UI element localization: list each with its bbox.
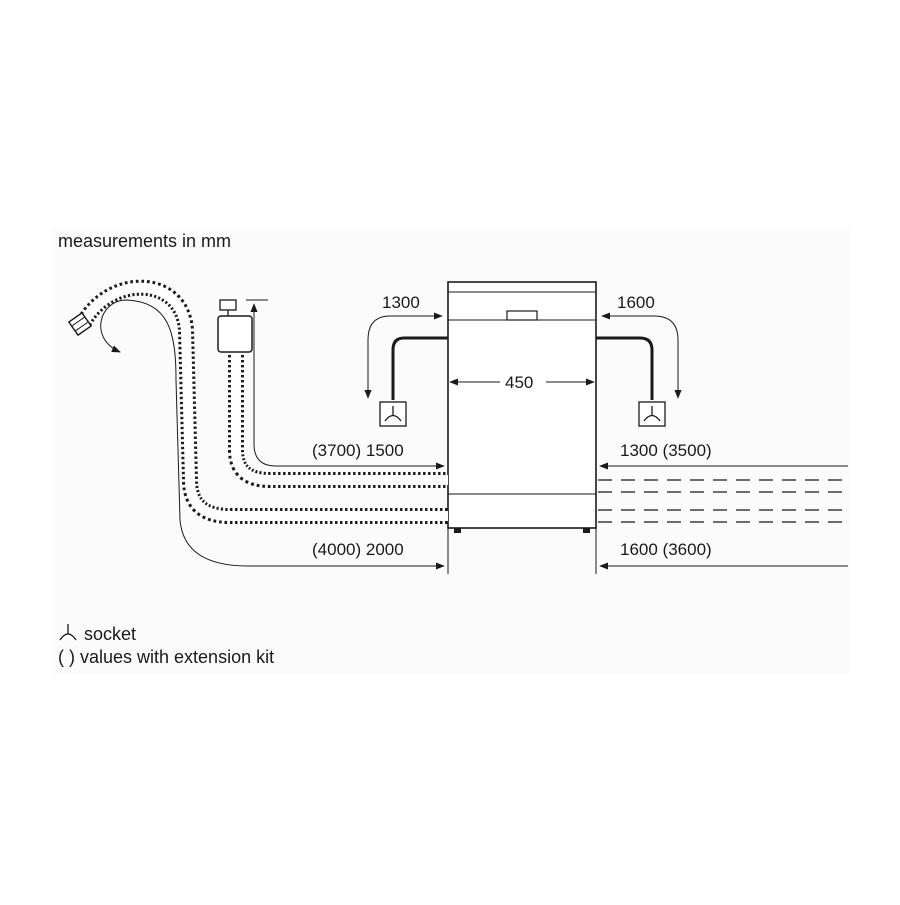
right-upper-length-label: 1300 (3500) [620,441,712,460]
dishwasher-body [447,281,597,533]
foot-right [583,528,590,533]
left-socket [379,401,407,427]
supply-hose-connector [67,311,93,337]
right-outlet-drop-label: 1600 [617,293,655,312]
appliance-width-label: 450 [505,373,534,392]
right-cable-reach-arrow [601,312,682,399]
drain-hose-length-label: (3700) 1500 [312,441,404,460]
units-note: measurements in mm [58,231,232,251]
foot-left [454,528,461,533]
socket-icon [59,624,77,641]
left-outlet-drop-label: 1300 [382,293,420,312]
legend-extension-label: ( ) values with extension kit [58,647,275,667]
legend-socket-label: socket [84,624,137,644]
right-hose-routes [598,479,848,523]
control-display [506,310,538,321]
drain-hose-fitting [217,315,253,353]
supply-hose-reach-arrow [100,299,445,570]
supply-hose-length-label: (4000) 2000 [312,540,404,559]
right-lower-length-label: 1600 (3600) [620,540,712,559]
right-socket [638,401,666,427]
